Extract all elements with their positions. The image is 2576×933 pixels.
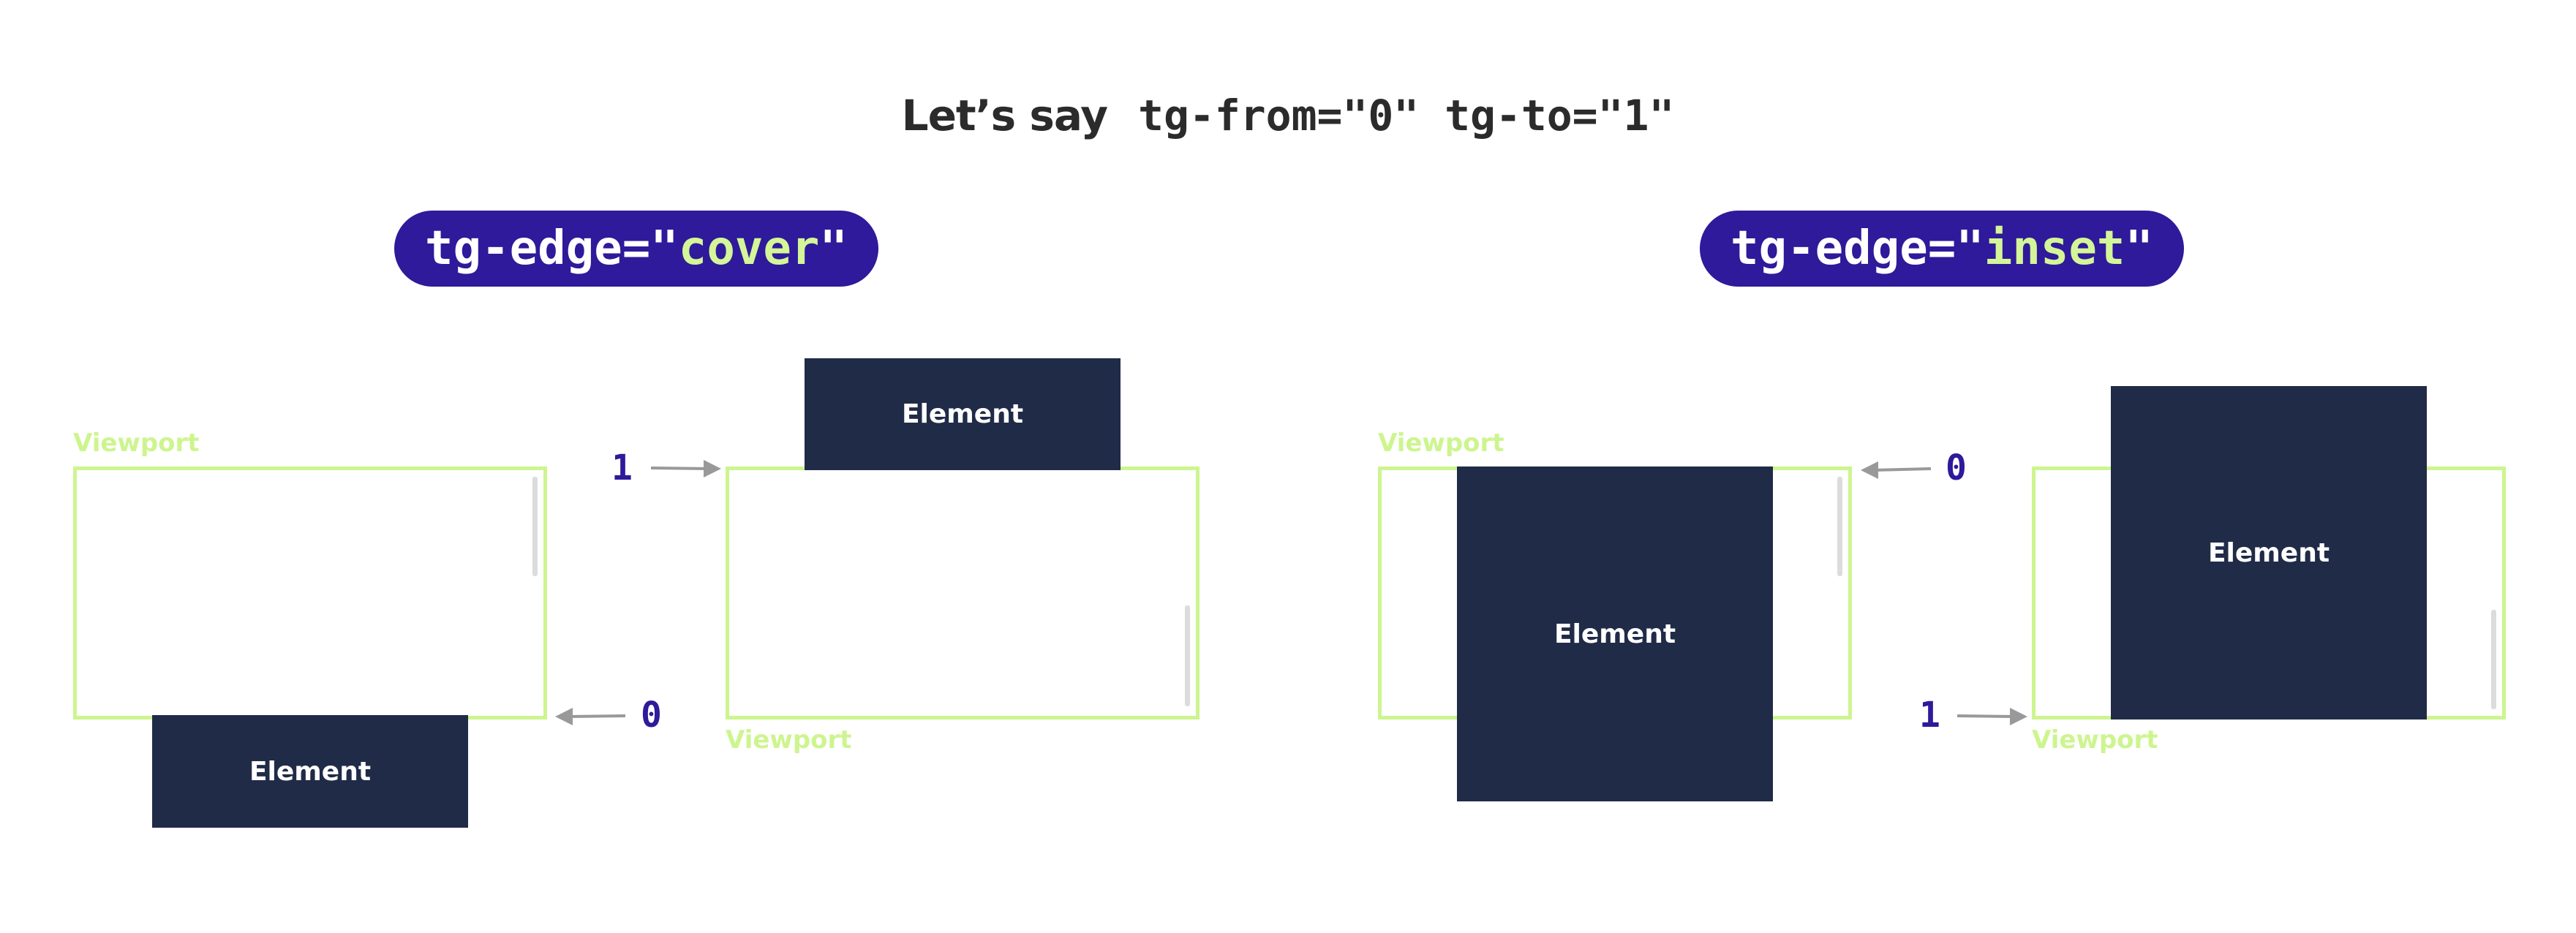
element-box: Element: [152, 715, 468, 828]
viewport-label: Viewport: [2032, 725, 2158, 755]
viewport-label: Viewport: [73, 428, 200, 458]
scrollbar: [1837, 477, 1842, 576]
element-box: Element: [1457, 466, 1773, 801]
edge-inset-pill: tg-edge="inset": [1700, 211, 2184, 287]
arrow-left-icon: [1861, 461, 1932, 479]
element-box: Element: [2111, 386, 2427, 719]
marker-label: 1: [611, 447, 633, 488]
page-title: Let’s say tg-from="0" tg-to="1": [0, 86, 2576, 145]
arrow-left-icon: [555, 708, 626, 725]
scrollbar: [1185, 605, 1190, 706]
arrow-right-icon: [650, 460, 721, 477]
scrollbar: [2491, 610, 2496, 709]
marker-label: 1: [1919, 695, 1940, 736]
viewport-box: [73, 466, 547, 719]
edge-cover-pill: tg-edge="cover": [394, 211, 878, 287]
viewport-box: [726, 466, 1200, 719]
viewport-label: Viewport: [1378, 428, 1504, 458]
pill-prefix: tg-edge=": [425, 222, 679, 276]
pill-value: cover: [678, 222, 820, 276]
pill-prefix: tg-edge=": [1730, 222, 1984, 276]
element-box: Element: [805, 358, 1121, 470]
arrow-right-icon: [1957, 708, 2027, 725]
heading-prefix: Let’s say: [901, 91, 1108, 140]
heading-code: tg-from="0" tg-to="1": [1138, 91, 1675, 140]
pill-value: inset: [1984, 222, 2125, 276]
scrollbar: [532, 477, 538, 576]
marker-label: 0: [1946, 447, 1967, 488]
marker-label: 0: [641, 695, 662, 736]
pill-suffix: ": [2125, 222, 2153, 276]
viewport-label: Viewport: [726, 725, 852, 755]
pill-suffix: ": [819, 222, 848, 276]
